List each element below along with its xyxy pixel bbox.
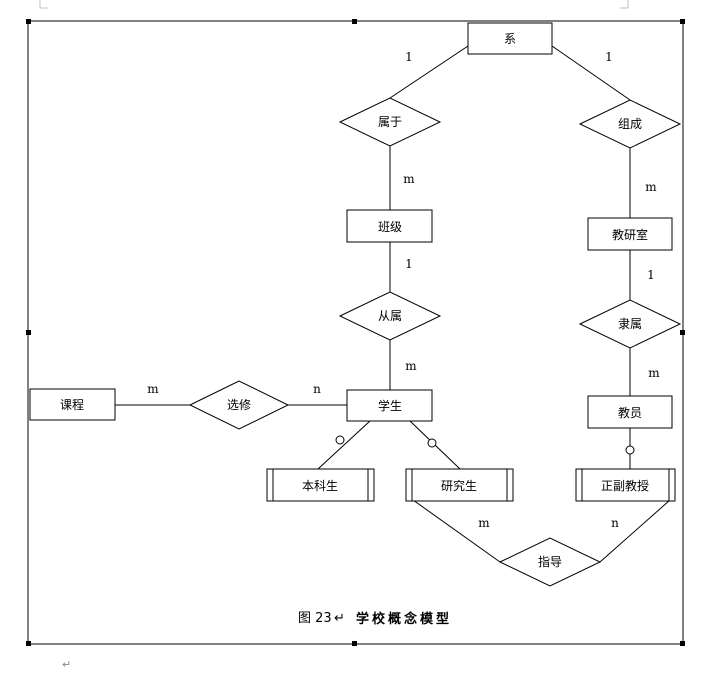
cardinality-xi-shuyu: 1: [405, 50, 413, 64]
cardinality-labels: 1 1 m m 1 1 m m m n m n: [147, 50, 660, 530]
entity-banji: 班级: [346, 209, 433, 243]
entity-zhengfujiaoshou: 正副教授: [575, 468, 676, 502]
relationship-label-zhidao: 指导: [538, 554, 562, 569]
relationship-label-xuanxiu: 选修: [227, 397, 251, 412]
cardinality-banji-congshu: 1: [405, 257, 413, 271]
caption-title: 学校概念模型: [356, 611, 452, 627]
cardinality-yanjiusheng-zhidao: m: [478, 516, 490, 530]
relationship-lishu: 隶属: [578, 299, 682, 349]
entity-label-zhengfujiaoshou: 正副教授: [601, 478, 649, 493]
cardinality-zucheng-jiaoyanshi: m: [645, 180, 657, 194]
relationship-label-congshu: 从属: [378, 309, 402, 323]
entity-xuesheng: 学生: [346, 389, 433, 422]
entity-label-benkesheng: 本科生: [302, 479, 338, 493]
entity-label-xuesheng: 学生: [378, 398, 402, 413]
entity-xi: 系: [467, 22, 553, 55]
entity-benkesheng: 本科生: [266, 468, 375, 502]
cardinality-shuyu-banji: m: [403, 172, 415, 186]
entity-kecheng: 课程: [29, 388, 116, 421]
relationship-label-shuyu: 属于: [378, 115, 402, 129]
entity-label-jiaoyuan: 教员: [618, 405, 642, 420]
subtype-circles: [335, 435, 635, 455]
relationship-zucheng: 组成: [578, 99, 682, 149]
caption-paragraph-mark: ↵: [334, 611, 345, 626]
entity-label-xi: 系: [504, 32, 516, 46]
cardinality-xuanxiu-xuesheng: n: [313, 382, 321, 396]
entity-jiaoyanshi: 教研室: [587, 217, 673, 251]
cardinality-xi-zucheng: 1: [605, 50, 613, 64]
frame-handles: [26, 19, 685, 646]
relationship-label-lishu: 隶属: [618, 317, 642, 331]
cardinality-jiaoyanshi-lishu: 1: [647, 268, 655, 282]
entity-label-kecheng: 课程: [60, 397, 84, 412]
paragraph-mark: ↵: [62, 658, 71, 671]
entity-yanjiusheng: 研究生: [405, 468, 514, 502]
cardinality-lishu-jiaoyuan: m: [648, 366, 660, 380]
cardinality-zhengfujiaoshou-zhidao: n: [611, 516, 619, 530]
relationship-shuyu: 属于: [338, 97, 442, 147]
cardinality-kecheng-xuanxiu: m: [147, 382, 159, 396]
relationship-zhidao: 指导: [498, 537, 602, 587]
cardinality-congshu-xuesheng: m: [405, 359, 417, 373]
figure-caption: 图 23 ↵ 学校概念模型: [298, 611, 452, 627]
caption-number: 图 23: [298, 611, 332, 626]
entity-label-banji: 班级: [378, 220, 402, 234]
relationship-xuanxiu: 选修: [188, 380, 290, 430]
relationship-label-zucheng: 组成: [618, 117, 642, 131]
page-corner-marks: [39, 0, 629, 9]
entity-label-yanjiusheng: 研究生: [441, 478, 477, 493]
relationship-congshu: 从属: [338, 291, 442, 341]
entity-jiaoyuan: 教员: [587, 395, 673, 429]
entity-label-jiaoyanshi: 教研室: [612, 227, 648, 242]
